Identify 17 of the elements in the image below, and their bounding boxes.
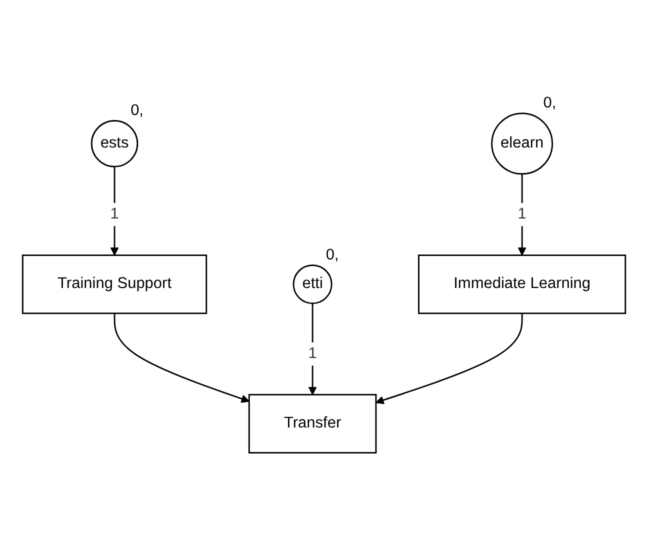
arrow [308, 304, 317, 396]
variance-label: 0, [326, 246, 339, 264]
edge-label: 1 [308, 346, 317, 362]
node-box: Training Support [22, 254, 208, 314]
node-circle: ests [90, 120, 138, 168]
edge-label: 1 [518, 206, 526, 223]
node-box: Immediate Learning [418, 254, 626, 314]
arrow [518, 174, 526, 256]
variance-label: 0, [130, 102, 144, 120]
edge-label: 1 [110, 206, 119, 223]
arrow [376, 314, 523, 404]
node-box: Transfer [248, 394, 377, 454]
variance-label: 0, [543, 94, 556, 112]
arrow [110, 166, 119, 256]
node-circle: etti [292, 264, 332, 304]
arrow [114, 314, 250, 404]
node-circle: elearn [491, 112, 553, 175]
